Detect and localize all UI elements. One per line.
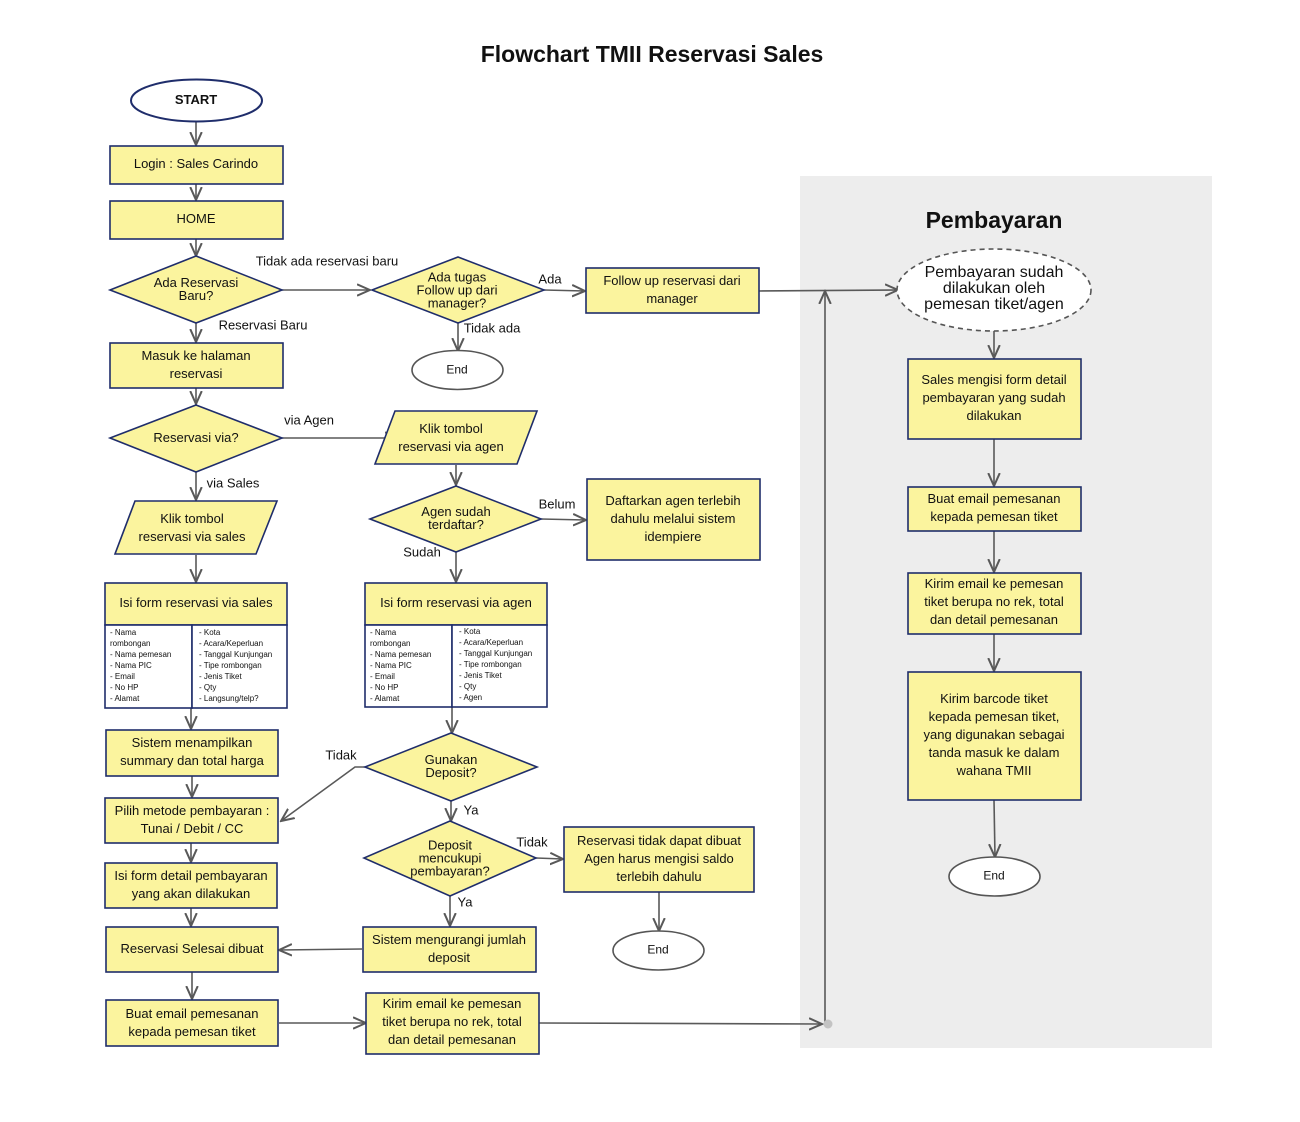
daftarkan-agen-box xyxy=(586,478,761,561)
list-agen-right-text: - Kota - Acara/Keperluan - Tanggal Kunju… xyxy=(459,627,533,702)
form-sales-label: Isi form reservasi via sales xyxy=(119,595,273,610)
list-agen-left-text: - Nama rombongan - Nama pemesan - Nama P… xyxy=(370,628,432,703)
connectors xyxy=(191,121,995,1024)
email-sales-box xyxy=(105,999,279,1047)
end-1-label: End xyxy=(446,362,468,377)
gunakan-deposit-label: Gunakan Deposit? xyxy=(424,752,478,780)
buat-email-box xyxy=(907,486,1082,532)
ada-reservasi-label: Ada Reservasi Baru? xyxy=(153,275,239,303)
list-sales-left-text: - Nama rombongan - Nama pemesan - Nama P… xyxy=(110,628,172,703)
end-terminator-2 xyxy=(612,930,705,971)
follow-up-box xyxy=(585,267,760,314)
list-sales-left xyxy=(104,624,193,709)
kirim-email-agen-label: Kirim email ke pemesan tiket berupa no r… xyxy=(382,996,522,1047)
summary-label: Sistem menampilkan summary dan total har… xyxy=(120,735,264,768)
masuk-halaman-box xyxy=(109,342,284,389)
edge-label-reservasi-baru: Reservasi Baru xyxy=(218,317,308,333)
kirim-email-label: Kirim email ke pemesan tiket berupa no r… xyxy=(924,576,1064,627)
login-label: Login : Sales Carindo xyxy=(133,156,259,171)
edge-label-tidak-deposit: Tidak xyxy=(325,747,357,763)
list-sales-right xyxy=(191,624,288,709)
edge-kurangi-selesai xyxy=(279,949,363,950)
edge-label-sudah: Sudah xyxy=(403,544,441,560)
pilih-metode-box xyxy=(104,797,279,844)
deposit-cukup-label: Deposit mencukupi pembayaran? xyxy=(410,837,490,879)
edge-agen-daftar xyxy=(540,519,586,520)
follow-up-label: Follow up reservasi dari manager xyxy=(603,273,741,306)
agen-terdaftar-decision xyxy=(367,485,544,553)
kirim-email-box xyxy=(907,572,1082,635)
isi-form-bayar-label: Isi form detail pembayaran yang akan dil… xyxy=(114,868,268,901)
kirim-barcode-label: Kirim barcode tiket kepada pemesan tiket… xyxy=(923,691,1065,778)
end-terminator-1 xyxy=(411,349,504,391)
ada-tugas-label: Ada tugas Follow up dari manager? xyxy=(416,269,498,311)
kirim-email-agen-box xyxy=(365,992,540,1055)
deposit-cukup-decision xyxy=(361,820,539,897)
home-box xyxy=(109,200,284,240)
edge-label-ya-cukup: Ya xyxy=(457,894,473,910)
form-agen-label: Isi form reservasi via agen xyxy=(380,595,532,610)
edge-cukup-tidakdibuat xyxy=(535,858,563,859)
tidak-dibuat-box xyxy=(563,826,755,893)
end-2-label: End xyxy=(647,942,669,957)
form-sales-box xyxy=(104,582,288,626)
start-terminator xyxy=(130,78,263,123)
daftarkan-agen-label: Daftarkan agen terlebih dahulu melalui s… xyxy=(605,493,741,544)
payment-panel-title: Pembayaran xyxy=(925,207,1063,233)
junction-dot xyxy=(823,1019,833,1029)
pilih-metode-label: Pilih metode pembayaran : Tunai / Debit … xyxy=(114,803,270,836)
selesai-box xyxy=(105,926,279,973)
edge-label-via-sales: via Sales xyxy=(206,475,260,491)
kurangi-deposit-label: Sistem mengurangi jumlah deposit xyxy=(372,932,526,965)
edge-barcode-end xyxy=(994,799,995,857)
end-terminator-3 xyxy=(948,856,1041,897)
edge-label-belum: Belum xyxy=(538,496,576,512)
isi-form-bayar-box xyxy=(104,862,278,909)
kirim-barcode-box xyxy=(907,671,1082,801)
list-agen-right xyxy=(451,624,548,708)
ada-tugas-decision xyxy=(369,256,547,324)
email-sales-label: Buat email pemesanan kepada pemesan tike… xyxy=(125,1006,259,1039)
sales-mengisi-box xyxy=(907,358,1082,440)
masuk-halaman-label: Masuk ke halaman reservasi xyxy=(141,348,251,381)
reservasi-via-decision xyxy=(107,404,285,473)
tidak-dibuat-label: Reservasi tidak dapat dibuat Agen harus … xyxy=(576,833,742,884)
klik-agen-label: Klik tombol reservasi via agen xyxy=(398,421,504,454)
login-box xyxy=(109,145,284,185)
kurangi-deposit-box xyxy=(362,926,537,973)
gunakan-deposit-decision xyxy=(362,732,540,802)
end-3-label: End xyxy=(983,868,1005,883)
start-label: START xyxy=(174,92,218,107)
edge-label-tidak-ada-reservasi: Tidak ada reservasi baru xyxy=(255,253,399,269)
buat-email-label: Buat email pemesanan kepada pemesan tike… xyxy=(927,491,1061,524)
reservasi-via-label: Reservasi via? xyxy=(153,430,239,445)
form-agen-box xyxy=(364,582,548,626)
edge-label-ya-deposit: Ya xyxy=(463,802,479,818)
edge-kirimagen-panel xyxy=(538,1023,822,1024)
edge-label-ada: Ada xyxy=(538,271,562,287)
klik-agen-shape xyxy=(373,410,539,465)
agen-terdaftar-label: Agen sudah terdaftar? xyxy=(421,504,491,532)
klik-sales-shape xyxy=(113,500,279,555)
edge-label-tidak-cukup: Tidak xyxy=(516,834,548,850)
ada-reservasi-decision xyxy=(107,255,285,324)
summary-box xyxy=(105,729,279,777)
pembayaran-sudah-node xyxy=(896,248,1092,332)
sales-mengisi-label: Sales mengisi form detail pembayaran yan… xyxy=(921,372,1067,423)
edge-tugas-followup xyxy=(543,290,585,291)
edge-label-via-agen: via Agen xyxy=(284,412,334,428)
page-title: Flowchart TMII Reservasi Sales xyxy=(480,41,824,67)
home-label: HOME xyxy=(176,211,216,226)
edge-label-tidak-ada: Tidak ada xyxy=(463,320,521,336)
selesai-label: Reservasi Selesai dibuat xyxy=(120,941,264,956)
edge-gunakan-pilih xyxy=(281,766,365,821)
pembayaran-sudah-label: Pembayaran sudah dilakukan oleh pemesan … xyxy=(924,264,1064,313)
edge-followup-bayar xyxy=(758,290,898,291)
list-sales-right-text: - Kota - Acara/Keperluan - Tanggal Kunju… xyxy=(199,628,273,703)
shapes xyxy=(104,78,1092,1055)
klik-sales-label: Klik tombol reservasi via sales xyxy=(138,511,246,544)
